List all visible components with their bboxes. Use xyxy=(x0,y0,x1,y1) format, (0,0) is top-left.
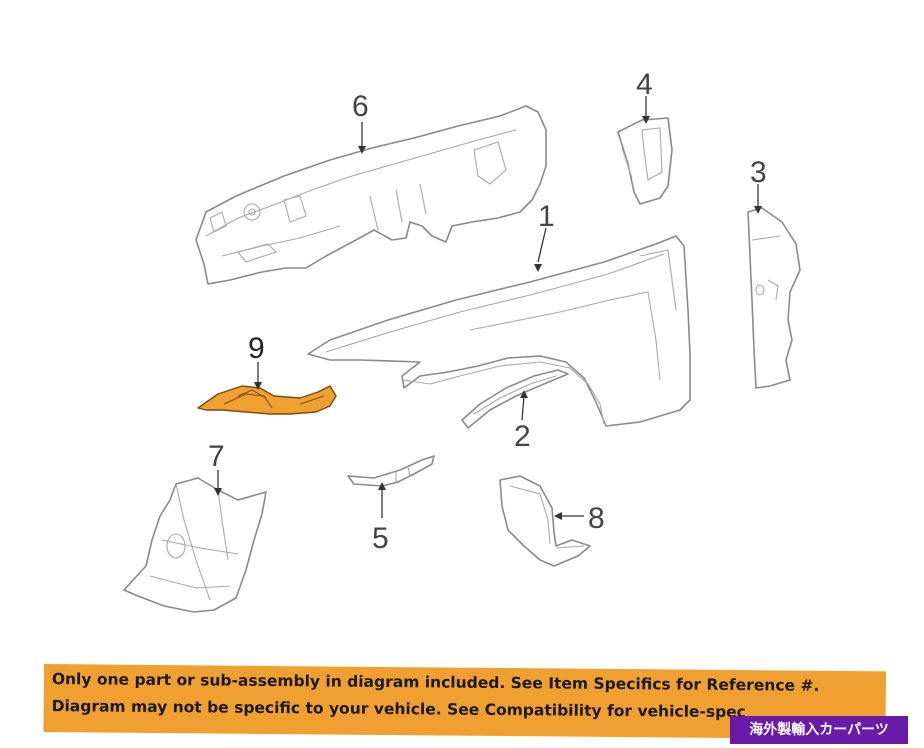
part-1-fender xyxy=(307,235,691,427)
callout-1: 1 xyxy=(538,200,555,233)
leader-lines xyxy=(214,96,762,520)
callout-7: 7 xyxy=(208,440,225,473)
shop-badge: 海外製輸入カーパーツ xyxy=(730,716,908,744)
part-5-trim-strip xyxy=(347,455,435,487)
callout-2: 2 xyxy=(514,420,531,453)
part-7-inner-panel xyxy=(123,477,267,613)
part-3-splash-shield xyxy=(747,207,801,389)
callout-3: 3 xyxy=(750,156,767,189)
part-2-wheel-molding xyxy=(461,369,569,429)
part-9-highlighted-bracket xyxy=(197,385,337,415)
callout-6: 6 xyxy=(352,90,369,123)
callout-8: 8 xyxy=(588,502,605,535)
part-8-lower-shield xyxy=(499,475,591,567)
part-4-bracket xyxy=(617,117,673,205)
disclaimer-line-1: Only one part or sub-assembly in diagram… xyxy=(51,670,820,695)
disclaimer-line-2: Diagram may not be specific to your vehi… xyxy=(51,697,746,722)
callout-4: 4 xyxy=(636,68,653,101)
part-6-wheelhouse-panel xyxy=(195,105,547,285)
callout-9: 9 xyxy=(248,332,265,365)
callout-5: 5 xyxy=(372,522,389,555)
